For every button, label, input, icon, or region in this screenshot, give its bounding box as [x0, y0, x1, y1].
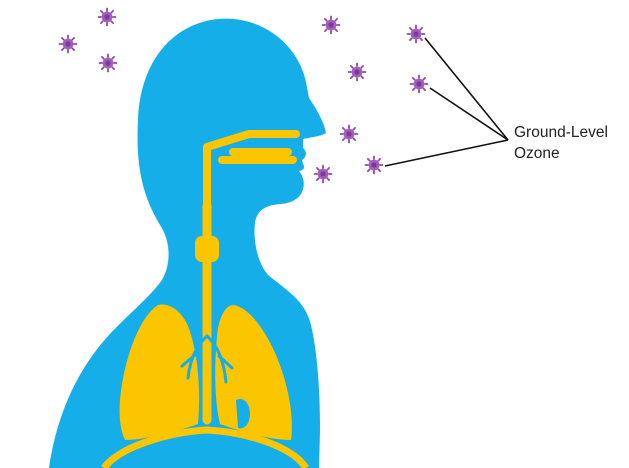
ozone-molecule-icon [323, 17, 340, 34]
ozone-molecule-icon [100, 55, 117, 72]
ozone-label-line2: Ozone [514, 143, 608, 164]
ozone-molecule-icon [411, 76, 428, 93]
ozone-molecule-icon [341, 126, 358, 143]
label-pointer-lines [385, 38, 508, 166]
ozone-label: Ground-Level Ozone [514, 122, 608, 164]
ozone-molecule-icon [366, 157, 383, 174]
ozone-label-line1: Ground-Level [514, 122, 608, 143]
ozone-molecule-icon [349, 64, 366, 81]
larynx [195, 236, 219, 262]
ozone-molecule-icon [99, 9, 116, 26]
ozone-molecule-icon [408, 26, 425, 43]
ozone-molecule-icon [60, 36, 77, 53]
ozone-molecule-icon [315, 166, 332, 183]
